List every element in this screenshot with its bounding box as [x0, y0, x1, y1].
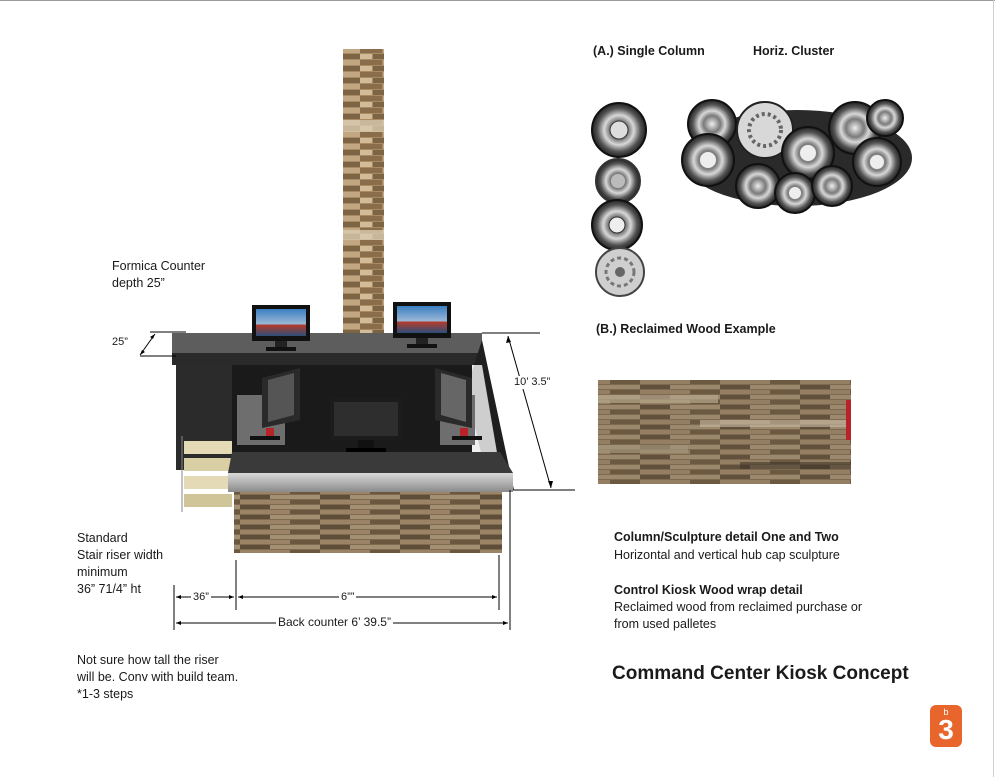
- stair-step: [184, 494, 232, 507]
- formica-label-line2: depth 25”: [112, 276, 165, 290]
- dimension-back-counter: Back counter 6’ 39.5”: [276, 615, 393, 629]
- section-horiz-title: Horiz. Cluster: [753, 44, 835, 58]
- dimension-36: 36”: [191, 591, 211, 604]
- note-line2: will be. Conv with build team.: [77, 670, 239, 684]
- monitor-side-left: [250, 368, 300, 440]
- front-counter-edge: [228, 473, 513, 492]
- dimension-6: 6””: [339, 591, 357, 604]
- monitor-back-left: [252, 305, 310, 351]
- reclaimed-wood-example: [598, 380, 851, 484]
- detail-one-title: Column/Sculpture detail One and Two: [614, 530, 839, 544]
- column-light-band: [343, 120, 384, 132]
- front-counter-top: [228, 452, 513, 473]
- page-title: Command Center Kiosk Concept: [612, 663, 909, 684]
- monitor-center: [330, 398, 402, 452]
- detail-two-text-line2: from used palletes: [614, 617, 717, 631]
- note-line3: *1-3 steps: [77, 687, 134, 701]
- column-light-band: [343, 230, 384, 240]
- detail-two-text-line1: Reclaimed wood from reclaimed purchase o…: [614, 600, 863, 614]
- right-border: [993, 0, 994, 777]
- logo-small-text: b: [943, 707, 949, 717]
- section-a-title: (A.) Single Column: [593, 44, 705, 58]
- back-counter-front: [172, 353, 482, 365]
- stair-step: [184, 441, 232, 454]
- hubcap-single-column: [591, 102, 647, 297]
- section-b-title: (B.) Reclaimed Wood Example: [596, 322, 776, 336]
- top-border: [0, 0, 995, 1]
- stair-label-line4: 36” 71/4” ht: [77, 582, 141, 596]
- stair-step: [184, 476, 232, 489]
- formica-label-line1: Formica Counter: [112, 259, 206, 273]
- kiosk-left-wall: [176, 365, 232, 470]
- dimension-height: 10’ 3.5”: [512, 376, 553, 389]
- detail-one-text: Horizontal and vertical hub cap sculptur…: [614, 548, 840, 562]
- stair-label-line3: minimum: [77, 565, 128, 579]
- stair-step: [184, 458, 232, 471]
- stair-label-line2: Stair riser width: [77, 548, 164, 562]
- wood-wrap-front: [234, 492, 502, 553]
- monitor-back-right: [393, 302, 451, 348]
- b3-logo: b 3: [930, 705, 962, 747]
- note-line1: Not sure how tall the riser: [77, 653, 219, 667]
- logo-big-text: 3: [938, 714, 954, 745]
- detail-two-title: Control Kiosk Wood wrap detail: [614, 583, 803, 597]
- monitor-side-right: [435, 368, 482, 440]
- dimension-25: 25”: [110, 336, 130, 349]
- stair-label-line1: Standard: [77, 531, 128, 545]
- hubcap-horizontal-cluster: [681, 99, 912, 214]
